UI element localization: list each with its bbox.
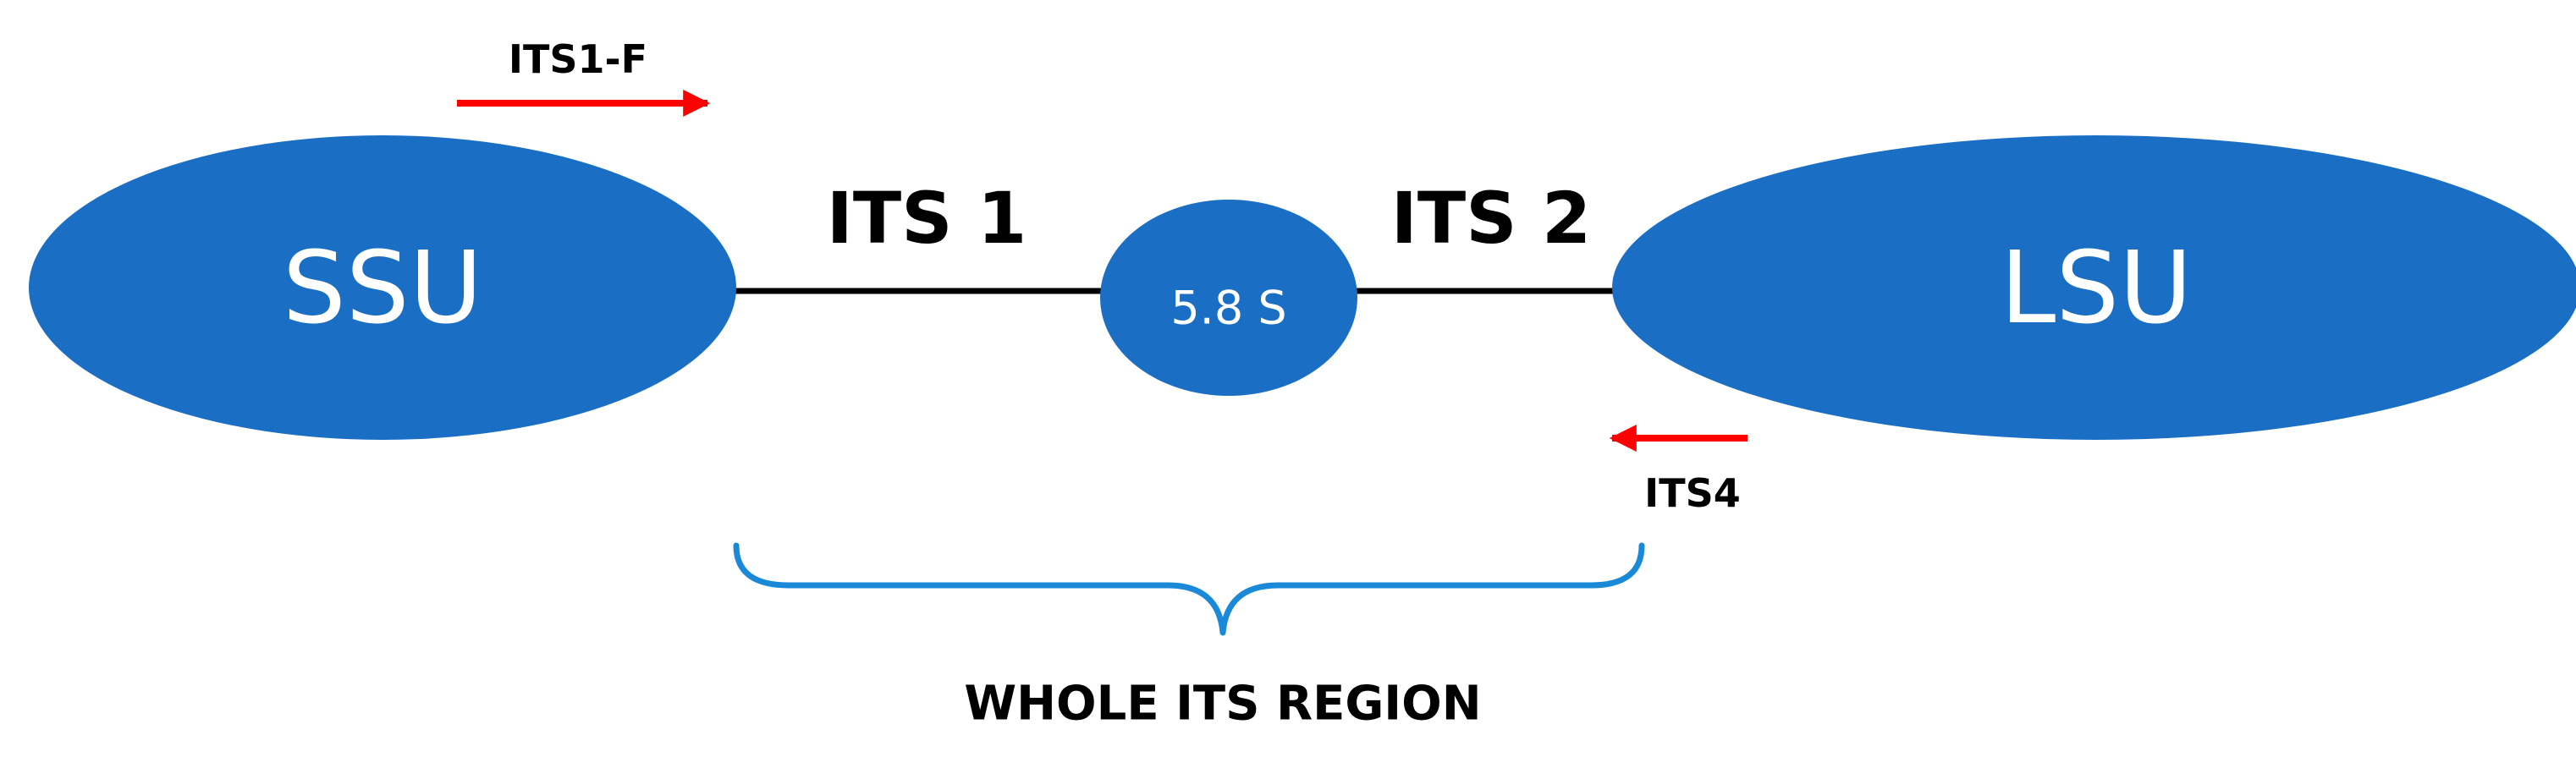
ssu-subunit: SSU: [29, 135, 736, 440]
lsu-subunit: LSU: [1612, 135, 2576, 440]
its1-label: ITS 1: [827, 177, 1027, 260]
its2-label: ITS 2: [1391, 177, 1592, 260]
s58-label: 5.8 S: [1170, 282, 1286, 335]
reverse-primer-label: ITS4: [1644, 470, 1741, 516]
ssu-ellipse: [29, 135, 736, 440]
lsu-ellipse: [1612, 135, 2576, 440]
forward-primer-label: ITS1-F: [509, 36, 647, 82]
s58-ellipse: [1100, 200, 1357, 396]
forward-primer: ITS1-F: [457, 36, 711, 117]
s58-subunit: 5.8 S: [1100, 200, 1357, 396]
ssu-label: SSU: [283, 229, 482, 346]
lsu-label: LSU: [2000, 229, 2192, 346]
reverse-primer: ITS4: [1609, 425, 1748, 516]
whole-its-brace: [733, 542, 1645, 636]
whole-its-region-label: WHOLE ITS REGION: [964, 677, 1481, 732]
